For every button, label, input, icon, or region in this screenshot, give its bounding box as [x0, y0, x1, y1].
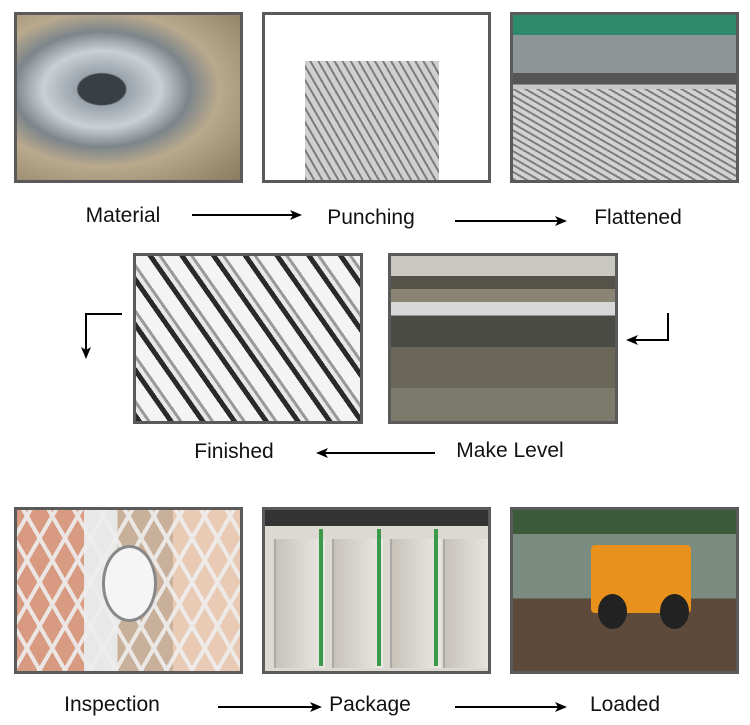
label-loaded: Loaded	[589, 693, 661, 716]
label-finished: Finished	[194, 440, 274, 463]
arrow-flattened-to-make-level	[626, 313, 669, 345]
finished-photo	[133, 253, 363, 424]
label-package: Package	[329, 693, 411, 716]
label-flattened: Flattened	[594, 206, 682, 229]
loaded-photo	[510, 507, 739, 674]
arrow-finished-to-inspection	[81, 313, 122, 359]
label-material: Material	[85, 204, 161, 227]
material-photo	[14, 12, 243, 183]
make-level-photo	[388, 253, 618, 424]
inspection-photo	[14, 507, 243, 674]
package-photo	[262, 507, 491, 674]
punching-photo	[262, 12, 491, 183]
label-inspection: Inspection	[64, 693, 160, 716]
label-make-level: Make Level	[456, 439, 564, 462]
flattened-photo	[510, 12, 739, 183]
label-punching: Punching	[327, 206, 415, 229]
